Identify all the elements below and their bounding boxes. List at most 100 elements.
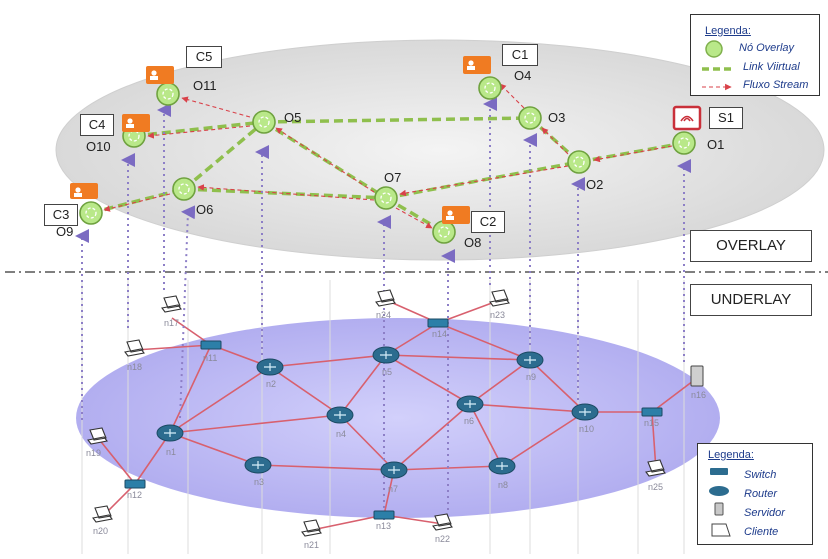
router-glyph [464,400,476,408]
overlay-node [374,186,398,210]
legend-symbols [702,40,733,91]
laptop-icon [92,505,113,523]
switch-icon [124,479,146,489]
overlay-node-glyph [524,112,536,124]
legend-item-router: Router [744,488,778,500]
server-box-s1: S1 [709,107,743,129]
overlay-node [478,76,502,100]
server-icon [690,365,704,387]
legend-item-switch: Switch [744,469,777,481]
client-label: C5 [195,49,213,64]
overlay-plane [55,39,825,261]
legend-symbols [709,468,731,537]
overlay-node [79,201,103,225]
overlay-layer-label: OVERLAY [690,230,812,262]
node-label: O5 [284,110,301,125]
underlay-node-label: n17 [164,318,179,328]
underlay-node-label: n23 [490,310,505,320]
underlay-node-label: n10 [579,424,594,434]
overlay-node-glyph [484,82,496,94]
underlay-node-label: n7 [388,484,398,494]
node-label: O2 [586,177,603,192]
screen-icon [442,206,470,224]
client-label: C2 [479,214,497,229]
underlay-node-label: n1 [166,447,176,457]
underlay-node-label: n25 [648,482,663,492]
overlay-node [518,106,542,130]
underlay-node-label: n20 [93,526,108,536]
router-glyph [388,466,400,474]
laptop-icon [432,513,453,531]
overlay-node-glyph [438,226,450,238]
underlay-node-label: n19 [86,448,101,458]
legend-item-stream: Fluxo Stream [743,79,809,91]
overlay-node [432,220,456,244]
legend-item-client: Cliente [744,526,779,538]
overlay-node-glyph [258,116,270,128]
client-box-c3: C3 [44,204,78,226]
laptop-icon [301,519,322,537]
client-box-c4: C4 [80,114,114,136]
overlay-node [172,177,196,201]
node-label: O11 [193,78,217,93]
server-label: S1 [718,110,734,125]
legend-title: Legenda: [705,25,751,37]
underlay-node-label: n21 [304,540,319,550]
router-glyph [380,351,392,359]
client-label: C4 [88,117,106,132]
client-box-c2: C2 [471,211,505,233]
laptop-icon [124,339,145,357]
switch-icon [200,340,222,350]
underlay-node-label: n13 [376,521,391,531]
overlay-node-labels: O1 O2 O3 O4 O5 O6 O7 O8 O9 O10 O11 [56,68,724,250]
router-glyph [496,462,508,470]
node-label: O7 [384,170,401,185]
underlay-node-label: n2 [266,379,276,389]
overlay-legend: Legenda: Nó Overlay Link Viirtual Fluxo … [690,14,820,96]
underlay-node-label: n24 [376,310,391,320]
node-label: O9 [56,224,73,239]
client-label: C1 [511,47,529,62]
router-glyph [579,408,591,416]
router-glyph [264,363,276,371]
node-label: O6 [196,202,213,217]
legend-item-server: Servidor [744,507,785,519]
switch-icon [373,510,395,520]
overlay-node [567,150,591,174]
switch-icon [427,318,449,328]
switch-icon [641,407,663,417]
overlay-node [252,110,276,134]
node-label: O10 [86,139,111,154]
underlay-node-label: n15 [644,418,659,428]
underlay-legend: Legenda: Switch Router Servidor Cliente [697,443,813,545]
node-label: O3 [548,110,565,125]
laptop-icon [645,459,666,477]
router-glyph [334,411,346,419]
overlay-node-glyph [678,137,690,149]
underlay-node-label: n14 [432,329,447,339]
layer-label: UNDERLAY [710,291,792,308]
overlay-client-icons [70,56,702,224]
laptop-icon [161,295,182,313]
legend-title: Legenda: [708,449,754,461]
underlay-node-label: n5 [382,367,392,377]
underlay-node-label: n6 [464,416,474,426]
underlay-node-label: n11 [203,353,217,363]
node-label: O4 [514,68,531,83]
underlay-node-label: n9 [526,372,536,382]
underlay-node-label: n3 [254,477,264,487]
laptop-icon [87,427,108,445]
overlay-node-glyph [573,156,585,168]
legend-item-virtual-link: Link Viirtual [743,61,800,73]
overlay-node-glyph [162,88,174,100]
underlay-node-label: n16 [691,390,706,400]
layer-label: OVERLAY [716,237,786,254]
router-glyph [252,461,264,469]
physical-links [97,299,698,531]
underlay-node-label: n22 [435,534,450,544]
underlay-node-label: n4 [336,429,346,439]
overlay-node-glyph [85,207,97,219]
